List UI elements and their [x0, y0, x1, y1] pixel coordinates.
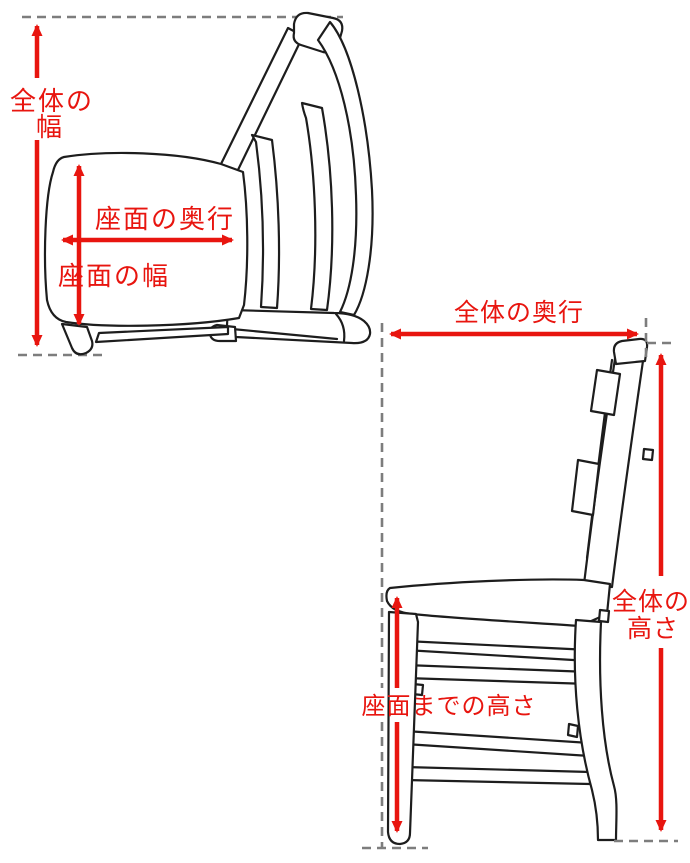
overall-width-label-line1: 全体の [10, 86, 94, 116]
back-post-peg [641, 447, 655, 462]
side-extent-lines [362, 318, 678, 850]
side-view-figure: 全体の奥行 全体の 高さ 座面までの高さ [362, 299, 690, 850]
back-slat-lower [570, 458, 601, 517]
top-view-figure: 全体の 幅 座面の奥行 座面の幅 [10, 11, 374, 357]
back-rail-detail-line [334, 312, 346, 343]
back-leg-side-view [573, 618, 618, 842]
seat-side-view [385, 578, 612, 628]
overall-depth-label: 全体の奥行 [454, 299, 584, 327]
overall-height-label-line1: 全体の [612, 588, 690, 616]
back-leg-peg [597, 608, 611, 624]
side-stretcher-1 [403, 639, 592, 663]
back-bottom-rail [225, 308, 372, 345]
seat-depth-label: 座面の奥行 [95, 204, 235, 234]
back-rail-bottom-line [230, 327, 339, 341]
side-stretcher-2 [403, 663, 592, 686]
side-stretcher-top-view [94, 325, 230, 344]
side-stretcher-4 [403, 765, 592, 786]
back-cap-side-view [612, 337, 649, 366]
overall-width-label-line2: 幅 [36, 112, 64, 142]
front-leg-top-view [60, 322, 94, 356]
chair-side-view [385, 337, 655, 846]
back-inner-slat [250, 133, 281, 310]
back-leg-notch [566, 722, 580, 739]
chair-top-view [43, 11, 374, 356]
overall-height-label-line2: 高さ [627, 615, 679, 643]
back-slat-upper [589, 368, 622, 417]
back-middle-slat [300, 101, 334, 312]
seat-height-label: 座面までの高さ [362, 693, 537, 720]
seat-width-label: 座面の幅 [58, 261, 170, 291]
side-stretcher-3 [403, 729, 592, 758]
front-leg-side-view [386, 610, 420, 846]
